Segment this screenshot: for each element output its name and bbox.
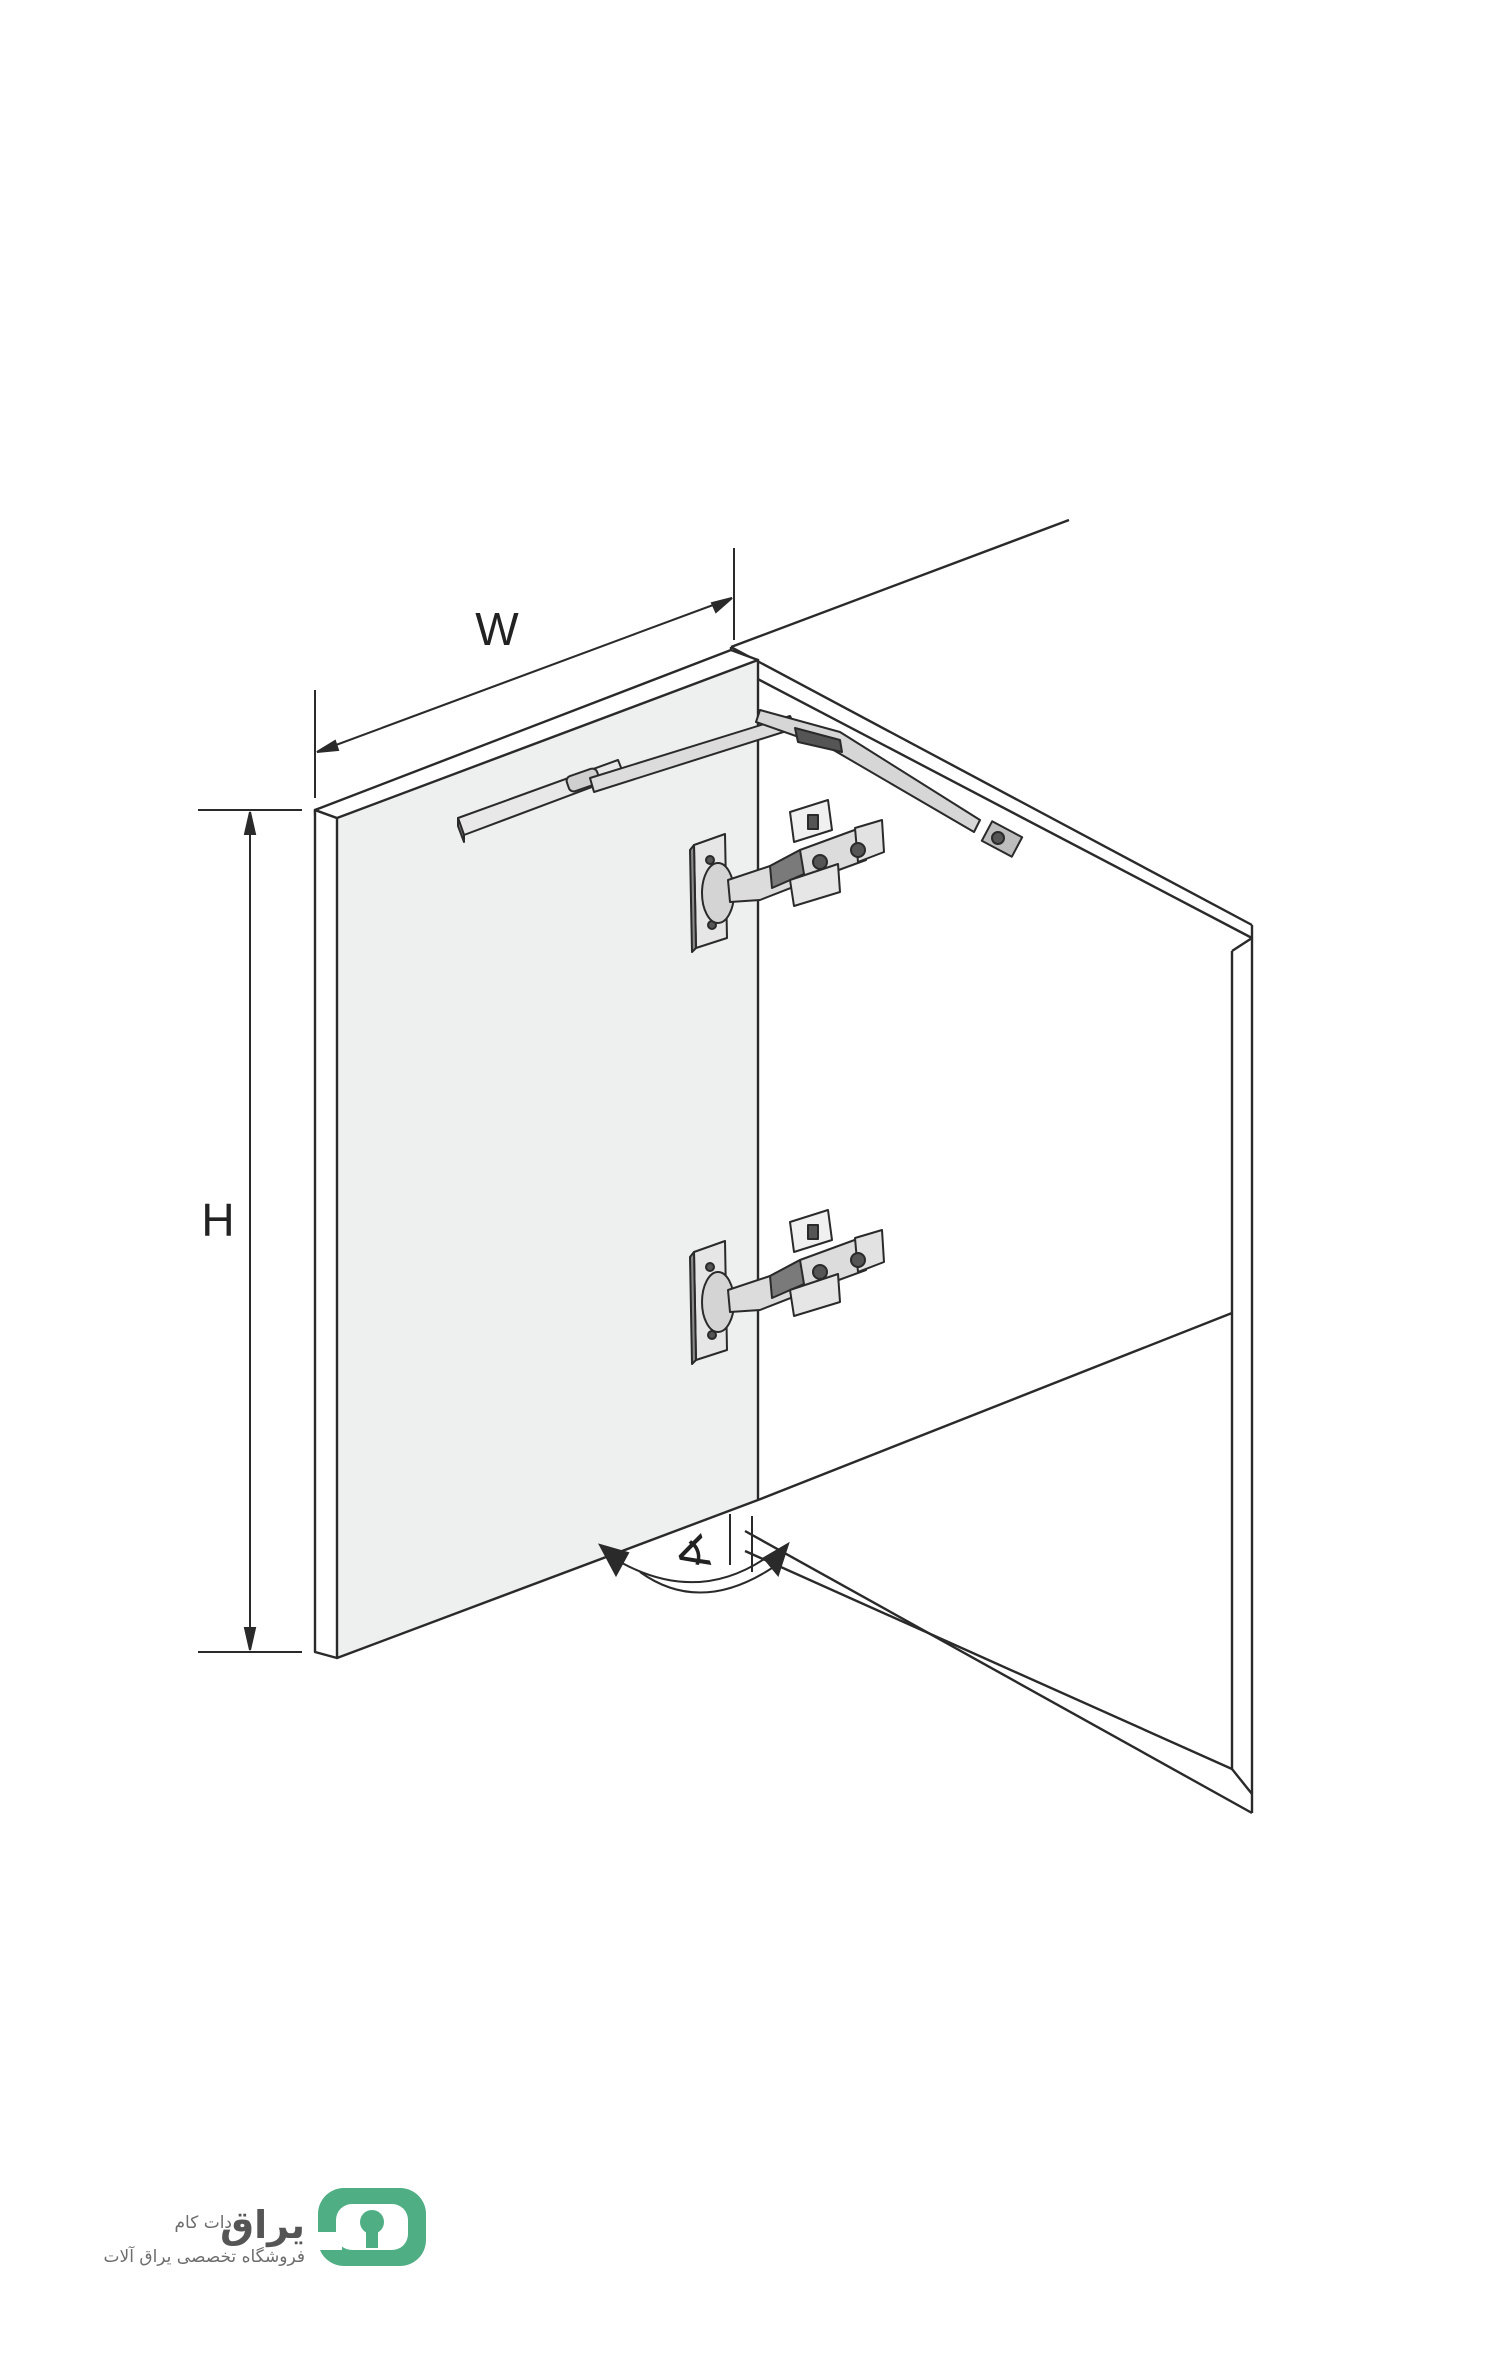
door-stay-mechanism — [457, 709, 1024, 858]
watermark-logo: یراق دات کام فروشگاه تخصصی یراق آلات — [104, 2188, 426, 2267]
cabinet-door — [313, 648, 760, 1660]
door-face — [313, 658, 760, 1660]
opening-angle-indicator — [598, 1514, 790, 1594]
width-label: W — [475, 603, 519, 655]
keyhole-logo-icon — [318, 2188, 426, 2266]
width-dimension — [314, 548, 735, 798]
door-top-edge — [313, 648, 760, 820]
brand-name: یراق — [220, 2203, 305, 2247]
door-edge — [313, 808, 339, 1660]
angle-label: ∢ — [666, 1523, 719, 1584]
brand-domain: دات کام — [175, 2213, 233, 2233]
cabinet-carcass — [729, 518, 1254, 1815]
hinge-lower — [689, 1209, 885, 1365]
hinge-upper — [689, 799, 885, 953]
height-dimension — [198, 809, 302, 1653]
height-label: H — [201, 1194, 234, 1246]
brand-tagline: فروشگاه تخصصی یراق آلات — [104, 2245, 305, 2267]
